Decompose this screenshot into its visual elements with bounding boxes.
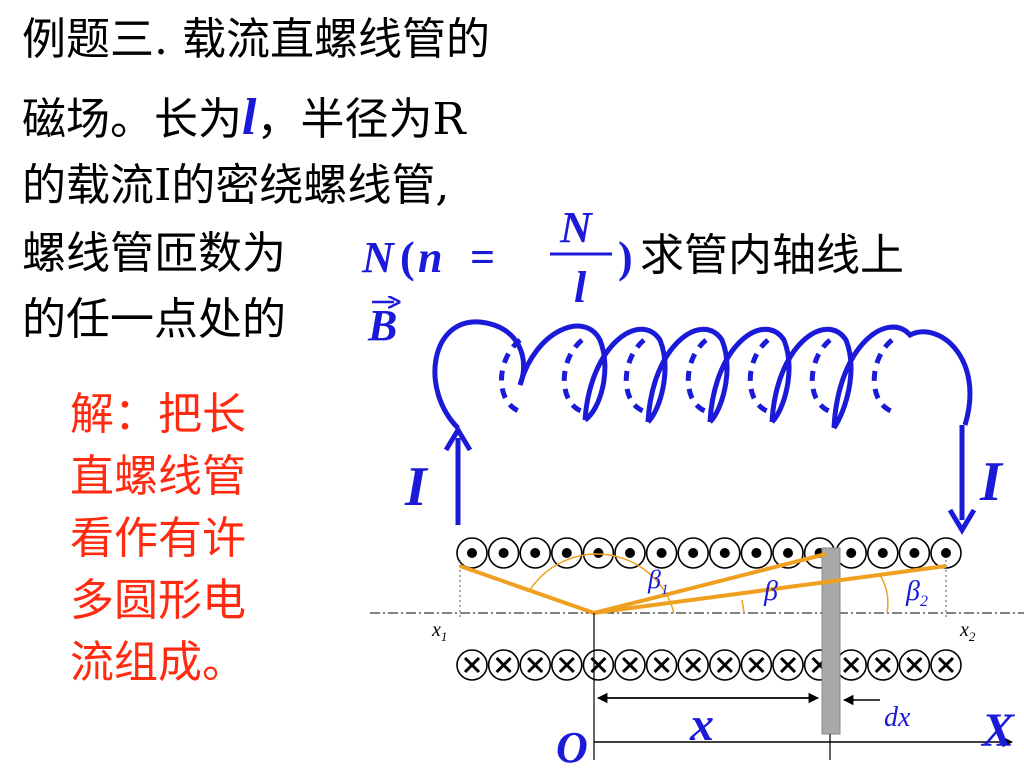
solution-line-3: 看作有许 xyxy=(70,513,246,564)
conductor-out-icon xyxy=(930,537,962,569)
solution-line-2: 直螺线管 xyxy=(70,451,246,502)
problem-line-3: 的载流Ⅰ的密绕螺线管, xyxy=(22,160,450,211)
angle-lines xyxy=(459,552,947,615)
field-b-symbol: B xyxy=(367,301,397,350)
current-label-left: I xyxy=(404,456,429,518)
conductor-out-icon xyxy=(645,537,678,569)
formula-N: N xyxy=(361,233,396,282)
conductor-out-icon xyxy=(866,537,899,569)
conductor-out-icon xyxy=(835,537,868,569)
problem-line-2: 磁场。长为l，半径为R xyxy=(22,92,466,146)
solution-line-4: 多圆形电 xyxy=(70,575,246,626)
formula-close-paren: ) xyxy=(618,233,633,282)
origin-label: O xyxy=(556,723,588,768)
arc-beta2 xyxy=(879,574,889,614)
coil-front-1 xyxy=(432,319,527,430)
coil-front-4 xyxy=(645,326,730,424)
beta-label: β xyxy=(763,576,778,607)
arc-beta xyxy=(741,599,745,614)
conductor-in-icon xyxy=(645,649,678,681)
conductor-in-icon xyxy=(866,649,899,681)
length-symbol: l xyxy=(242,89,257,146)
conductor-out-icon xyxy=(456,537,488,569)
problem-line-5: 的任一点处的 xyxy=(22,294,286,345)
coil-back-6 xyxy=(809,338,833,415)
line-to-element xyxy=(593,552,827,615)
conductor-out-icon xyxy=(582,537,615,569)
conductor-in-icon xyxy=(677,649,710,681)
conductor-in-icon xyxy=(456,649,488,681)
conductor-in-icon xyxy=(835,649,868,681)
formula-denominator: l xyxy=(574,263,587,312)
conductor-in-icon xyxy=(487,649,520,681)
conductor-in-icon xyxy=(582,649,615,681)
current-element-strip xyxy=(821,547,841,735)
current-label-right: I xyxy=(979,451,1004,513)
formula-equals: = xyxy=(470,233,495,282)
coil-back-3 xyxy=(623,338,647,415)
line-to-x1 xyxy=(459,564,595,615)
formula-n-equals-N-over-l: N ( n = N l ) xyxy=(361,203,633,312)
right-lead-arrowhead-icon xyxy=(947,508,977,535)
solution-line-5: 流组成。 xyxy=(70,637,246,688)
conductors-top-row xyxy=(456,537,962,569)
conductor-in-icon xyxy=(550,649,583,681)
conductor-in-icon xyxy=(772,649,804,681)
coil-back-4 xyxy=(685,338,709,415)
conductors-bottom-row xyxy=(456,649,962,681)
coil-back-arcs xyxy=(499,338,895,415)
formula-open-paren: ( xyxy=(400,233,415,282)
coil-front-2 xyxy=(517,323,608,423)
arc-beta1 xyxy=(529,553,675,614)
x2-label: x2 xyxy=(959,619,976,644)
problem-line-1: 例题三. 载流直螺线管的 xyxy=(22,14,490,65)
conductor-out-icon xyxy=(898,537,931,569)
conductor-out-icon xyxy=(614,537,646,569)
coil-front-6 xyxy=(769,326,854,430)
x-axis-label: X xyxy=(980,704,1015,757)
problem-line-2-b: ，半径为R xyxy=(256,94,466,145)
left-lead-arrowhead-icon xyxy=(443,425,473,452)
conductor-in-icon xyxy=(740,649,773,681)
angle-arcs xyxy=(529,553,889,614)
solution-line-1: 解：把长 xyxy=(70,389,246,440)
dx-label: dx xyxy=(884,702,911,733)
conductor-out-icon xyxy=(519,537,552,569)
coil-back-1 xyxy=(499,338,523,415)
formula-n: n xyxy=(418,233,442,282)
beta2-label: β2 xyxy=(905,576,928,610)
conductor-out-icon xyxy=(708,537,741,569)
conductor-in-icon xyxy=(708,649,741,681)
conductor-in-icon xyxy=(930,649,962,681)
conductor-in-icon xyxy=(519,649,552,681)
coil-back-5 xyxy=(747,338,771,415)
coil-back-7 xyxy=(871,338,895,415)
problem-line-2-a: 磁场。长为 xyxy=(22,94,242,145)
x1-label: x1 xyxy=(431,619,447,644)
beta1-label: β1 xyxy=(647,565,668,598)
problem-line-4: 螺线管匝数为 xyxy=(22,228,286,280)
coil-front-5 xyxy=(707,326,792,424)
coil-front-3 xyxy=(582,326,668,424)
conductor-in-icon xyxy=(614,649,646,681)
current-leads xyxy=(443,425,977,535)
line-to-x2 xyxy=(593,564,947,615)
field-b-vector: B xyxy=(367,301,397,350)
problem-line-4-text: 螺线管匝数为 xyxy=(22,228,286,279)
conductor-out-icon xyxy=(487,537,520,569)
solenoid-coil xyxy=(432,319,973,430)
coil-front-7 xyxy=(831,324,973,429)
problem-line-4-tail: 求管内轴线上 xyxy=(640,230,904,281)
conductor-in-icon xyxy=(898,649,931,681)
coil-back-2 xyxy=(561,338,585,415)
x-distance-label: x xyxy=(689,698,714,751)
conductor-out-icon xyxy=(550,537,583,569)
formula-numerator: N xyxy=(559,203,594,252)
conductor-out-icon xyxy=(740,537,773,569)
conductor-out-icon xyxy=(677,537,710,569)
